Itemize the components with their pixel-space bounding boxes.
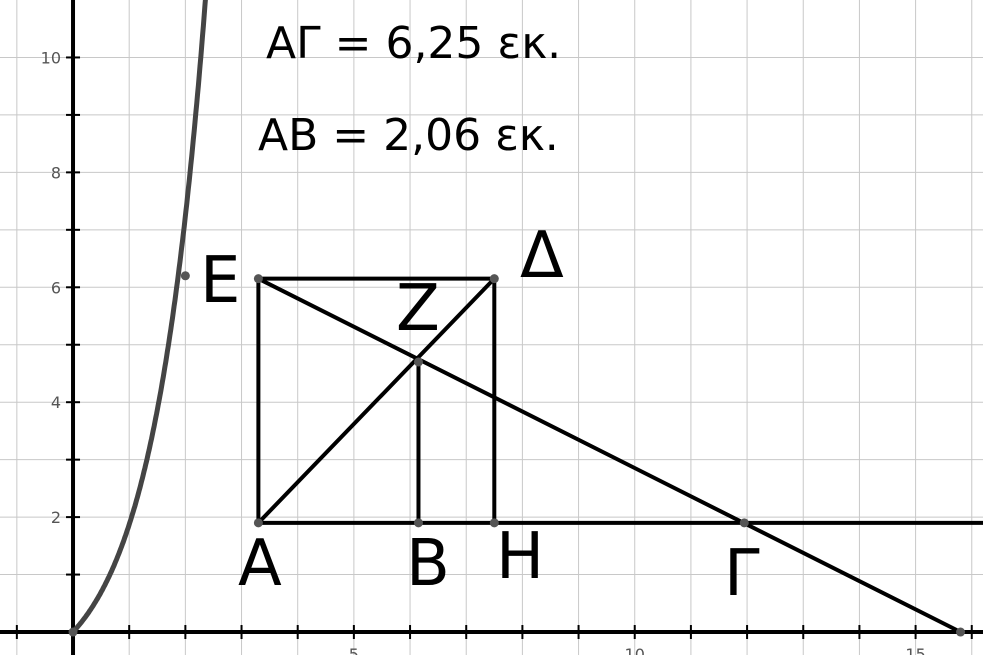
- y-tick-label: 10: [41, 48, 61, 67]
- point-e[interactable]: [253, 274, 263, 284]
- ticks: 5 10 15 2 4 6 8 10: [15, 48, 973, 655]
- point-a[interactable]: [253, 518, 263, 528]
- point-label-h: Η: [496, 520, 544, 594]
- exponential-curve: [70, 0, 208, 635]
- x-tick-label: 10: [625, 645, 645, 655]
- point-label-g: Γ: [724, 537, 760, 611]
- point-z[interactable]: [413, 357, 423, 367]
- points: [68, 271, 966, 637]
- point-label-b: Β: [406, 527, 450, 601]
- segment-e-gamma: [256, 276, 963, 635]
- measure-ab: ΑΒ = 2,06 εκ.: [258, 110, 559, 161]
- point-label-a: Α: [238, 527, 282, 601]
- x-tick-label: 5: [349, 645, 359, 655]
- y-tick-label: 6: [51, 278, 61, 297]
- point-labels: Α Β Η Γ Ε Δ Ζ: [200, 219, 760, 611]
- point-label-d: Δ: [520, 219, 564, 293]
- point-label-z: Ζ: [396, 272, 440, 346]
- point-d[interactable]: [489, 274, 499, 284]
- point-h[interactable]: [489, 518, 499, 528]
- x-tick-label: 15: [905, 645, 925, 655]
- segments: [256, 276, 983, 635]
- point-x[interactable]: [956, 627, 966, 637]
- curve-layer: [70, 0, 208, 635]
- y-tick-label: 2: [51, 508, 61, 527]
- segment-ad: [256, 276, 497, 525]
- measure-ag: ΑΓ = 6,25 εκ.: [266, 18, 561, 69]
- point-label-e: Ε: [200, 244, 240, 318]
- point-c[interactable]: [180, 271, 190, 281]
- point-g[interactable]: [739, 518, 749, 528]
- point-b[interactable]: [413, 518, 423, 528]
- y-tick-label: 8: [51, 163, 61, 182]
- point-o[interactable]: [68, 627, 78, 637]
- y-tick-label: 4: [51, 393, 61, 412]
- measurements: ΑΓ = 6,25 εκ. ΑΒ = 2,06 εκ.: [258, 18, 561, 161]
